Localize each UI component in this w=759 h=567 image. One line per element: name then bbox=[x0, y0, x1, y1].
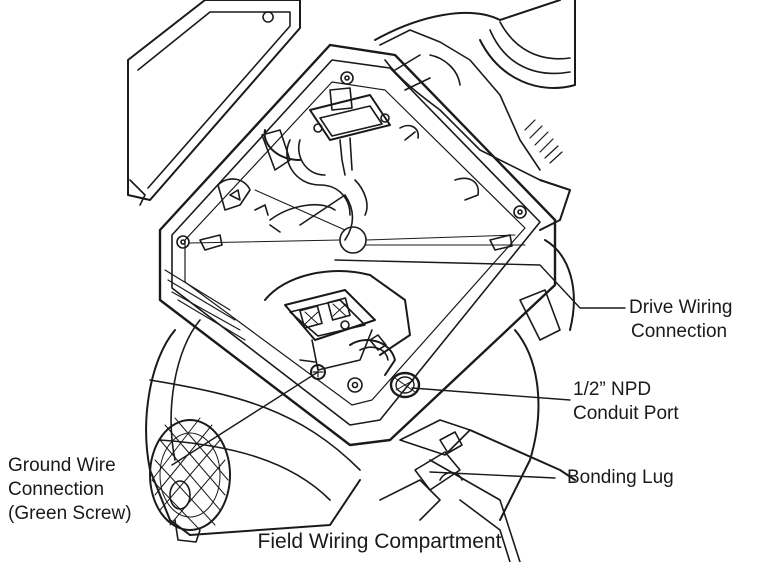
volute-housing bbox=[374, 0, 576, 231]
label-bonding-lug-line-1: Bonding Lug bbox=[567, 467, 674, 488]
label-drive-wiring-line-1: Drive Wiring bbox=[629, 297, 733, 318]
label-ground-wire: Ground Wire Connection (Green Screw) bbox=[8, 454, 132, 526]
label-conduit-port: 1/2” NPD Conduit Port bbox=[573, 378, 679, 426]
label-bonding-lug: Bonding Lug bbox=[567, 466, 674, 490]
leader-bonding-lug bbox=[429, 471, 556, 479]
pump-body-right bbox=[379, 239, 576, 563]
drive-terminal-block bbox=[261, 87, 391, 241]
fan-grille bbox=[149, 417, 231, 531]
leader-conduit-port bbox=[411, 387, 571, 401]
label-drive-wiring-line-2: Connection bbox=[631, 321, 728, 342]
label-drive-wiring: Drive Wiring Connection bbox=[629, 296, 732, 344]
wiring-box bbox=[158, 43, 557, 447]
motor-housing bbox=[145, 319, 361, 543]
label-conduit-port-line-1: 1/2” NPD bbox=[573, 379, 652, 400]
label-ground-wire-line-3: (Green Screw) bbox=[8, 503, 132, 524]
figure-caption: Field Wiring Compartment bbox=[257, 530, 502, 553]
label-ground-wire-line-1: Ground Wire bbox=[8, 455, 116, 476]
cover-lid bbox=[127, 0, 301, 206]
label-conduit-port-line-2: Conduit Port bbox=[573, 403, 679, 424]
label-ground-wire-line-2: Connection bbox=[8, 479, 105, 500]
leader-drive-wiring bbox=[334, 259, 626, 309]
leader-ground-wire bbox=[171, 371, 319, 466]
leader-lines bbox=[171, 259, 626, 479]
line-terminal-block bbox=[264, 270, 421, 399]
